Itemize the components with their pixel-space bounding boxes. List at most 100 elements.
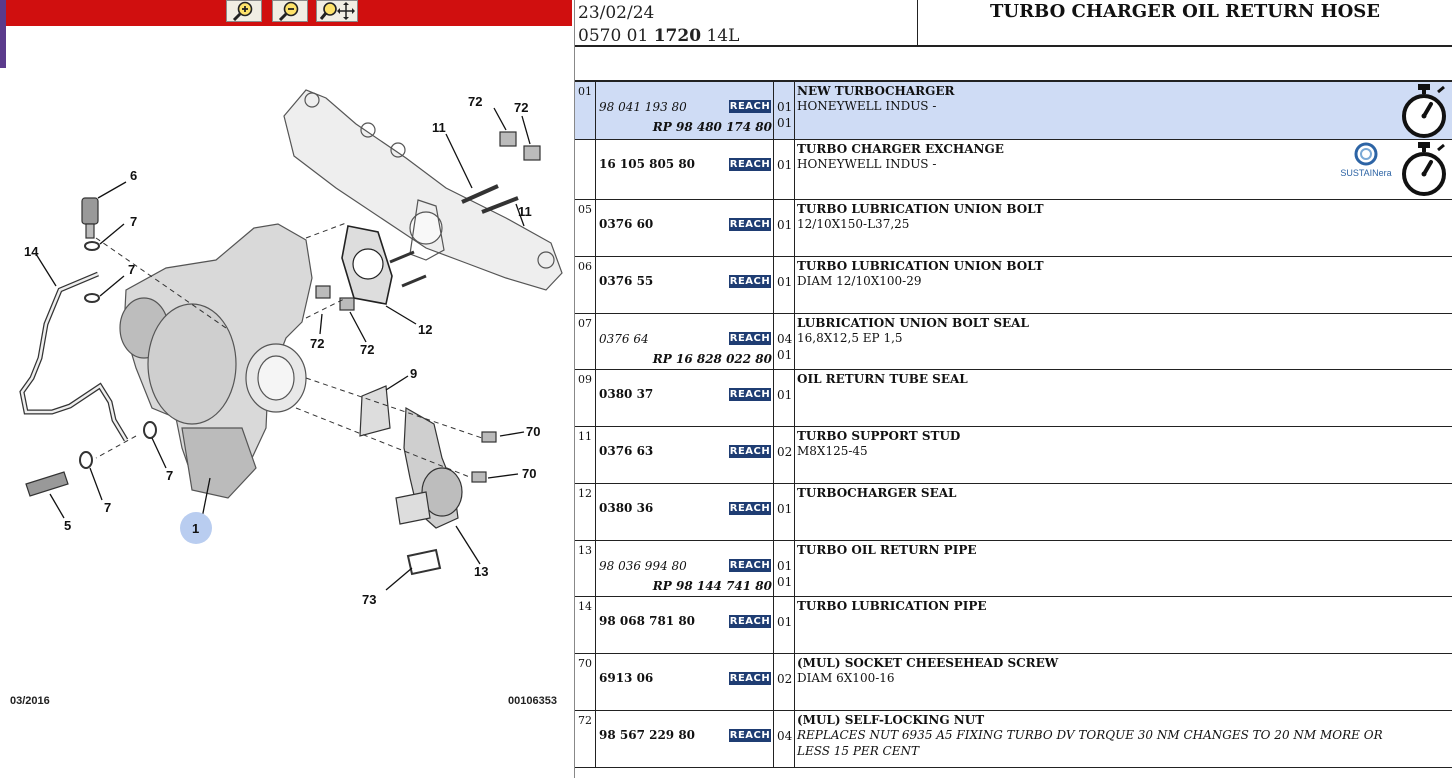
part-reference[interactable]: 98 068 781 80 — [599, 614, 696, 628]
zoom-out-button[interactable] — [272, 0, 308, 22]
exploded-parts-diagram: 72 72 11 11 6 7 7 14 12 72 72 9 70 70 7 … — [19, 89, 563, 607]
col-divider — [773, 711, 774, 767]
sub-header — [575, 47, 1452, 82]
lubrication-pipe — [19, 271, 129, 442]
part-title: (MUL) SELF-LOCKING NUT — [797, 713, 985, 727]
sustainera-logo: SUSTAINera — [1337, 142, 1395, 180]
col-divider — [773, 654, 774, 710]
part-reference[interactable]: 98 036 994 80 — [599, 559, 687, 573]
reach-badge[interactable]: REACH — [729, 729, 771, 742]
diagram-panel: 72 72 11 11 6 7 7 14 12 72 72 9 70 70 7 … — [0, 0, 574, 778]
header-separator — [917, 0, 918, 46]
replacement-reference[interactable]: RP 16 828 022 80 — [652, 352, 772, 366]
reach-badge[interactable]: REACH — [729, 218, 771, 231]
reach-badge[interactable]: REACH — [729, 100, 771, 113]
col-divider — [794, 200, 795, 256]
stopwatch-icon[interactable] — [1398, 82, 1450, 142]
reach-badge[interactable]: REACH — [729, 672, 771, 685]
col-divider — [595, 314, 596, 369]
col-divider — [595, 484, 596, 540]
page-title: TURBO CHARGER OIL RETURN HOSE — [990, 1, 1380, 22]
replacement-reference[interactable]: RP 98 480 174 80 — [652, 120, 772, 134]
header-code-suffix: 14L — [706, 26, 740, 46]
item-number: 70 — [578, 657, 592, 670]
col-divider — [773, 200, 774, 256]
callout-label: 72 — [360, 342, 374, 357]
callout-label: 1 — [192, 521, 199, 536]
diagram-image-code: 00106353 — [508, 695, 557, 707]
col-divider — [595, 82, 596, 139]
callout-label: 11 — [432, 120, 446, 135]
col-divider — [794, 257, 795, 313]
quantity: 04 — [777, 729, 793, 743]
reach-badge[interactable]: REACH — [729, 158, 771, 171]
part-reference[interactable]: 0376 63 — [599, 444, 654, 458]
reach-badge[interactable]: REACH — [729, 275, 771, 288]
item-number: 06 — [578, 260, 592, 273]
zoom-in-button[interactable] — [226, 0, 262, 22]
callout-label: 9 — [410, 366, 417, 381]
col-divider — [595, 427, 596, 483]
item-number: 11 — [578, 430, 592, 443]
part-reference[interactable]: 0380 36 — [599, 501, 654, 515]
callout-label: 13 — [474, 564, 488, 579]
col-divider — [595, 200, 596, 256]
part-title: TURBO LUBRICATION UNION BOLT — [797, 202, 1044, 216]
parts-row[interactable]: 05 0376 60 REACH 01 TURBO LUBRICATION UNION … — [575, 200, 1452, 257]
part-info: M8X125-45 — [797, 444, 868, 458]
zoom-move-button[interactable] — [316, 0, 358, 22]
col-divider — [794, 314, 795, 369]
replacement-reference[interactable]: RP 98 144 741 80 — [652, 579, 772, 593]
part-reference[interactable]: 0376 55 — [599, 274, 654, 288]
part-title: LUBRICATION UNION BOLT SEAL — [797, 316, 1029, 330]
reach-badge[interactable]: REACH — [729, 388, 771, 401]
part-reference[interactable]: 0380 37 — [599, 387, 654, 401]
replacement-quantity: 01 — [777, 348, 793, 362]
part-reference[interactable]: 98 567 229 80 — [599, 728, 696, 742]
diagram-toolbar — [0, 0, 572, 26]
stopwatch-icon[interactable] — [1398, 140, 1450, 200]
reach-badge[interactable]: REACH — [729, 445, 771, 458]
col-divider — [773, 370, 774, 426]
reach-badge[interactable]: REACH — [729, 332, 771, 345]
col-divider — [773, 427, 774, 483]
part-reference[interactable]: 6913 06 — [599, 671, 654, 685]
quantity: 01 — [777, 559, 793, 573]
part-reference[interactable]: 0376 64 — [599, 332, 649, 346]
diagram-date-code: 03/2016 — [10, 695, 50, 707]
col-divider — [794, 711, 795, 767]
col-divider — [773, 257, 774, 313]
panel-divider — [574, 0, 575, 778]
quantity: 01 — [777, 158, 793, 172]
reach-badge[interactable]: REACH — [729, 502, 771, 515]
col-divider — [773, 314, 774, 369]
col-divider — [773, 82, 774, 139]
parts-list-panel: 23/02/24 0570 01 1720 14L TURBO CHARGER … — [575, 0, 1452, 778]
header-code: 0570 01 1720 14L — [578, 25, 739, 48]
header-code-bold: 1720 — [653, 26, 702, 46]
col-divider — [794, 484, 795, 540]
part-reference[interactable]: 16 105 805 80 — [599, 157, 696, 171]
item-number: 13 — [578, 544, 592, 557]
col-divider — [794, 82, 795, 139]
quantity: 01 — [777, 218, 793, 232]
reach-badge[interactable]: REACH — [729, 559, 771, 572]
col-divider — [595, 597, 596, 653]
part-reference[interactable]: 98 041 193 80 — [599, 100, 687, 114]
parts-row[interactable]: 16 105 805 80 REACH 01 TURBO CHARGER EXCHAN… — [575, 140, 1452, 200]
part-title: TURBO CHARGER EXCHANGE — [797, 142, 1004, 156]
item-number: 05 — [578, 203, 592, 216]
part-reference[interactable]: 0376 60 — [599, 217, 654, 231]
col-divider — [794, 370, 795, 426]
reach-badge[interactable]: REACH — [729, 615, 771, 628]
